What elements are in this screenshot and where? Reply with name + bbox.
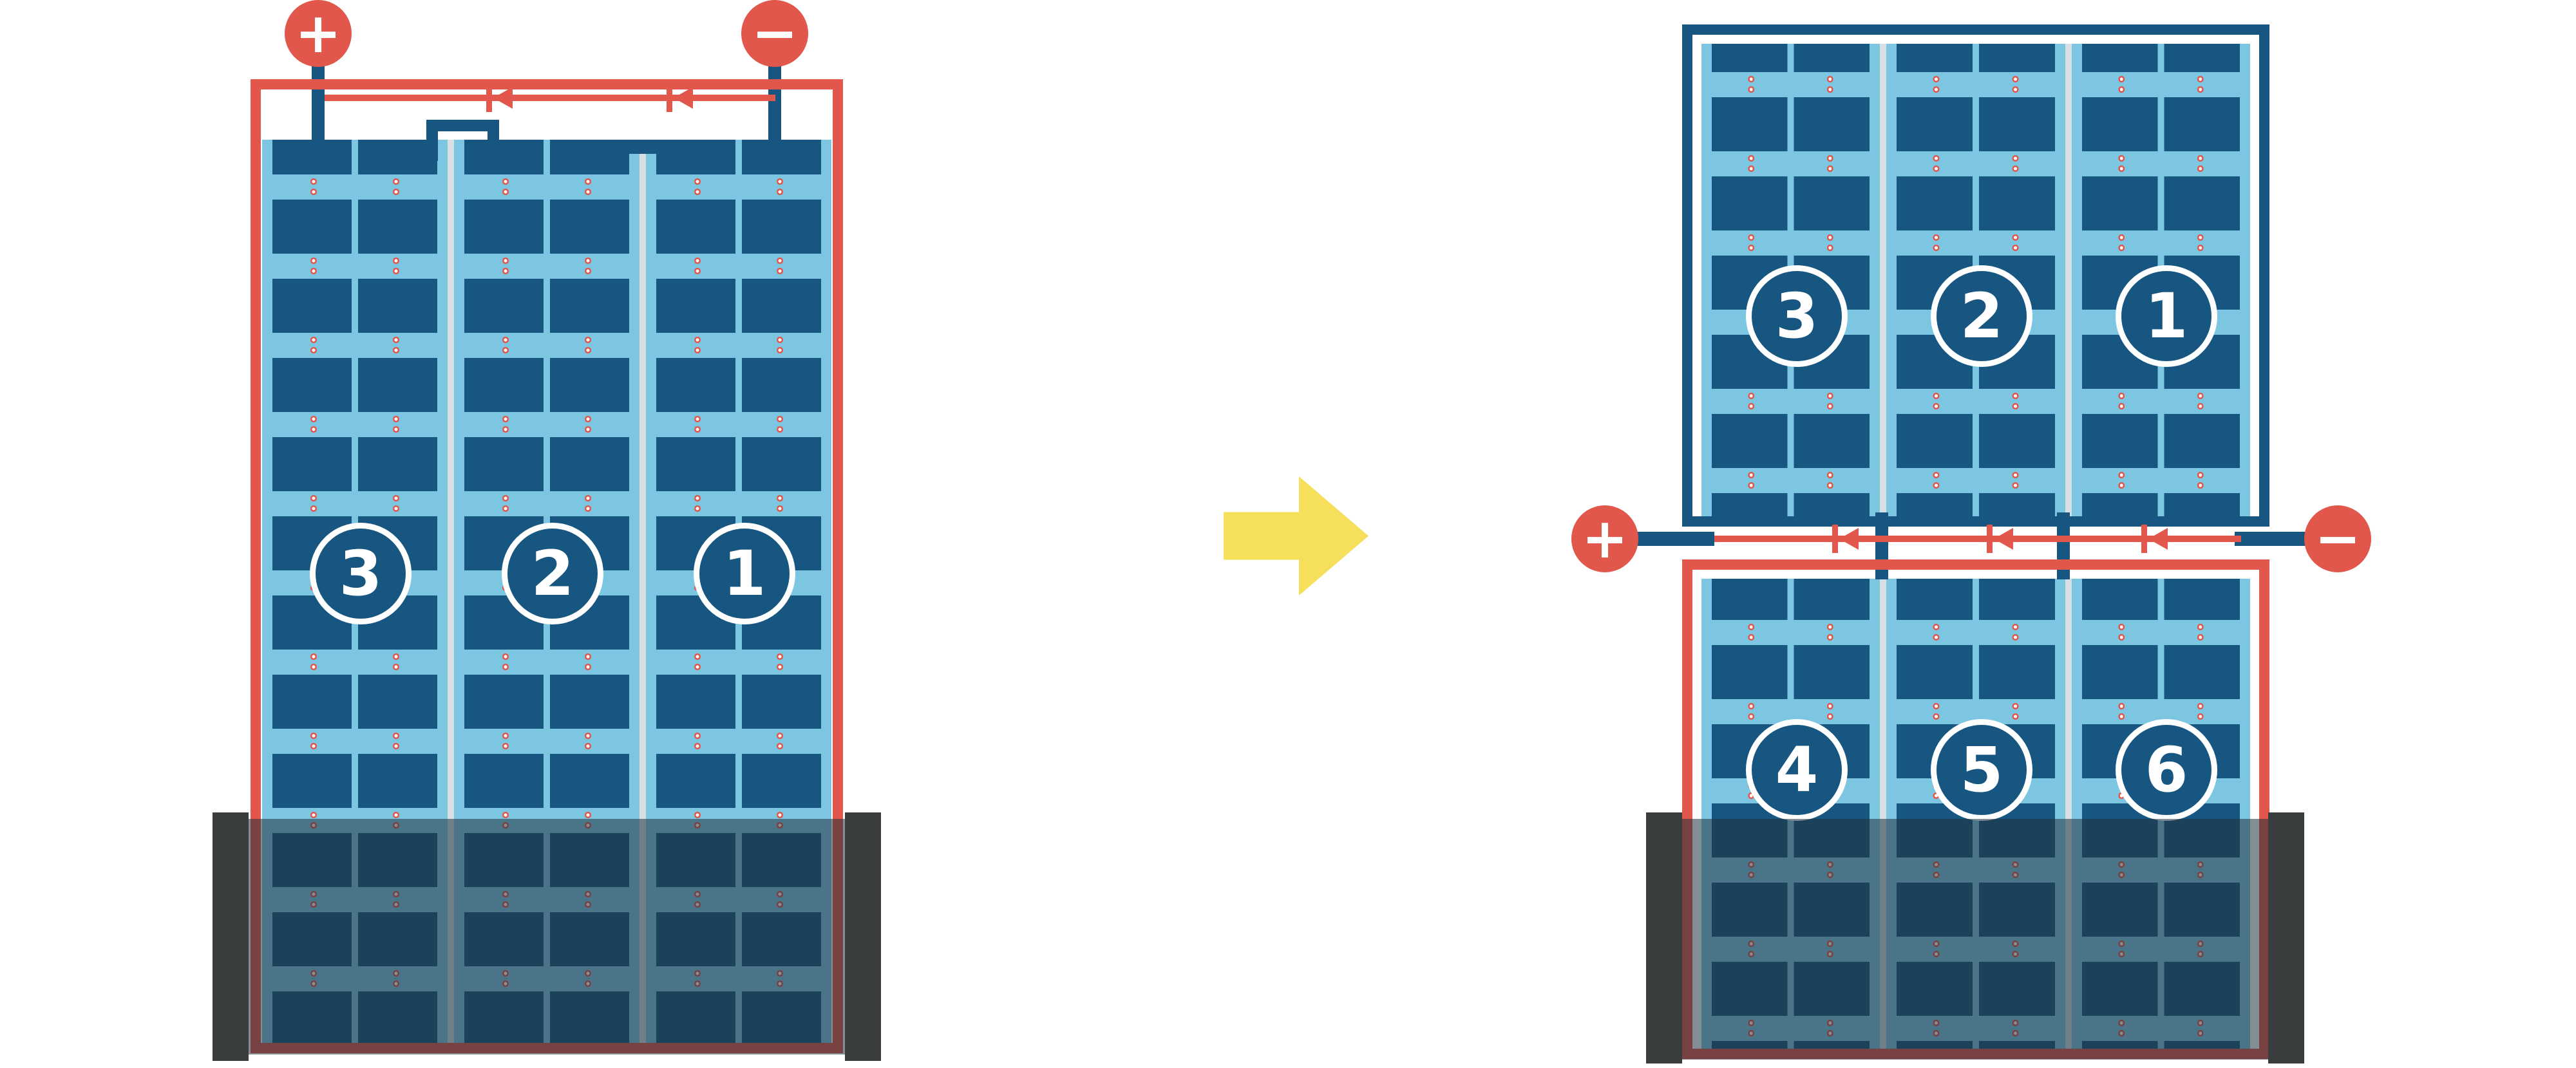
string-number-badge-3: 3 [310,523,412,624]
plus-terminal-icon: + [1571,505,1638,572]
shade-overlay [1646,819,2304,1060]
flow-arrow-left-icon [674,87,693,109]
flow-arrow-left-icon [1994,528,2013,550]
string-jumper-flat [592,140,692,154]
flow-arrow-left-icon [1839,528,1859,550]
string-jumper-bridge [426,120,499,131]
plus-terminal-icon: + [285,0,352,67]
string-number-label: 1 [2145,280,2188,352]
string-number-label: 2 [1960,280,2003,352]
minus-terminal-label: − [751,1,799,66]
minus-terminal-label: − [2314,507,2362,571]
string-jumper-leg [426,120,438,161]
string-number-badge-1: 1 [694,523,795,624]
shade-side-bar-right [845,812,881,1061]
flow-tick [2141,525,2147,553]
string-number-badge-6: 6 [2116,719,2217,821]
shade-side-bar-left [213,812,249,1061]
plus-terminal-label: + [1581,507,1629,571]
current-flow-line [325,95,775,101]
string-number-label: 5 [1960,734,2003,806]
string-jumper-leg [488,120,499,161]
flow-tick [1832,525,1838,553]
flow-tick [486,84,492,112]
shade-overlay [213,819,881,1054]
string-number-badge-3: 3 [1746,265,1848,367]
string-number-label: 3 [339,538,383,610]
right-top-circuit-frame [1682,24,2269,527]
minus-terminal-link [2235,532,2312,546]
minus-terminal-icon: − [2304,505,2371,572]
string-number-label: 3 [1775,280,1819,352]
flow-tick [667,84,672,112]
flow-tick [1987,525,1993,553]
string-number-label: 4 [1775,734,1819,806]
flow-arrow-left-icon [2148,528,2168,550]
string-number-label: 2 [531,538,574,610]
shade-side-bar-left [1646,812,1682,1063]
string-number-label: 6 [2145,734,2188,806]
flow-arrow-left-icon [493,87,513,109]
string-number-badge-2: 2 [1931,265,2032,367]
shade-side-bar-right [2268,812,2304,1063]
plus-terminal-label: + [294,1,342,66]
current-flow-line [1714,536,2241,542]
string-number-badge-1: 1 [2116,265,2217,367]
transform-right-arrow-icon [1224,476,1368,595]
string-number-badge-5: 5 [1931,719,2032,821]
string-number-badge-2: 2 [502,523,603,624]
string-number-badge-4: 4 [1746,719,1848,821]
minus-terminal-icon: − [741,0,808,67]
plus-terminal-link [1637,532,1714,546]
string-number-label: 1 [723,538,766,610]
